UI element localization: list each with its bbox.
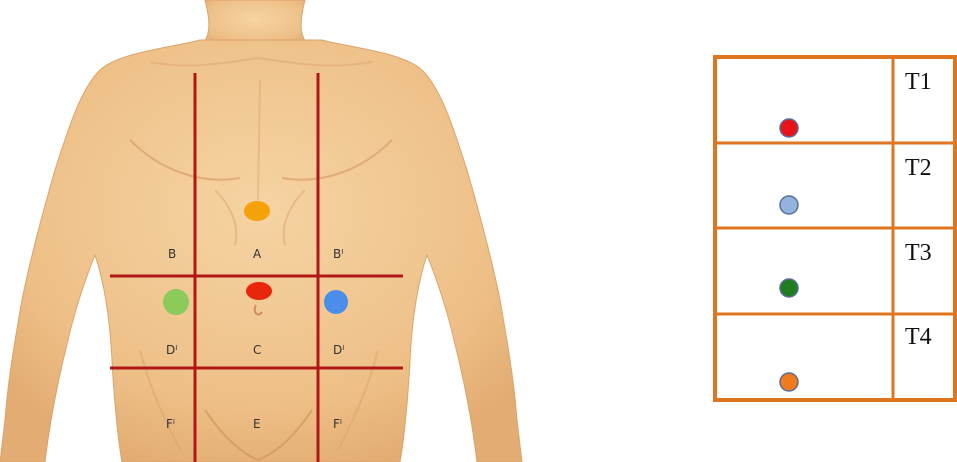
region-label-a: A — [253, 247, 262, 261]
legend-dot-light-blue — [780, 196, 798, 214]
green-marker-region-d-left — [163, 289, 189, 315]
torso-illustration — [0, 0, 522, 462]
legend-row-t1: T1 — [780, 69, 932, 137]
legend-label-t4: T4 — [905, 324, 932, 350]
region-label-e: E — [253, 417, 261, 431]
legend-dot-green — [780, 279, 798, 297]
region-label-d-right: Dˡ — [333, 343, 344, 357]
red-marker-region-c — [246, 282, 272, 300]
region-label-f-right: Fˡ — [333, 417, 342, 431]
region-label-b: B — [168, 247, 176, 261]
legend-label-t2: T2 — [905, 155, 932, 181]
orange-marker-region-a — [244, 201, 270, 221]
region-label-b-right: Bˡ — [333, 247, 343, 261]
legend-row-t2: T2 — [780, 155, 932, 214]
blue-marker-region-d-right — [324, 290, 348, 314]
legend-label-t3: T3 — [905, 240, 932, 266]
region-label-f-left: Fˡ — [166, 417, 175, 431]
legend-row-t3: T3 — [780, 240, 932, 297]
legend-row-t4: T4 — [780, 324, 932, 391]
region-label-c: C — [253, 343, 261, 357]
legend-label-t1: T1 — [905, 69, 932, 95]
region-label-d-left: Dˡ — [166, 343, 177, 357]
legend-table: T1 T2 T3 T4 — [715, 57, 955, 400]
legend-dot-orange — [780, 373, 798, 391]
legend-dot-red — [780, 119, 798, 137]
